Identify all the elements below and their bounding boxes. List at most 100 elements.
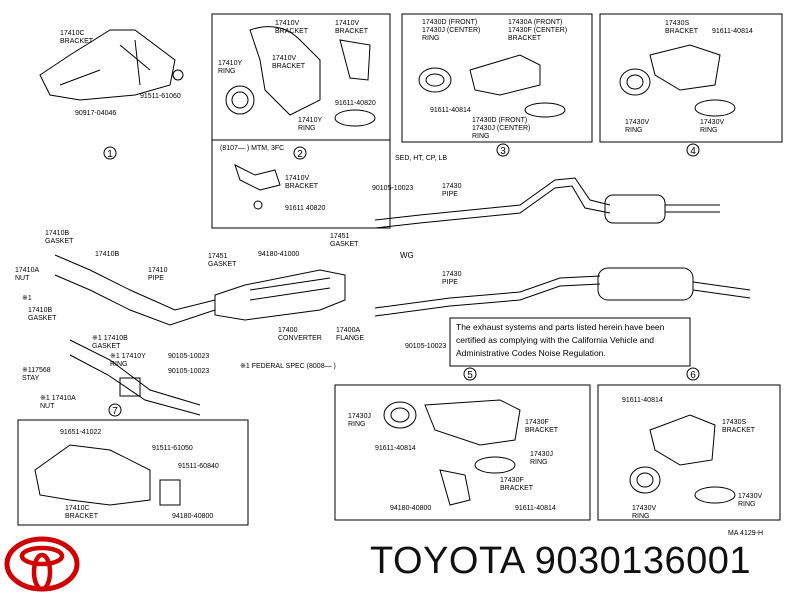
label-90917-04046: 90917-04046 <box>75 110 116 117</box>
label-ring-4b: RING <box>700 127 718 134</box>
label-17410a-b: ※1 17410A <box>40 395 76 402</box>
sed-pipe-17430 <box>374 177 611 221</box>
ring-17430v-c <box>629 466 661 494</box>
label-90105-10023-a: 90105-10023 <box>372 185 413 192</box>
label-91611-40820: 91611-40820 <box>335 100 376 107</box>
bracket-detail <box>59 39 151 86</box>
label-nut-b: NUT <box>40 403 55 410</box>
label-91511-61050: 91511-61050 <box>152 445 193 452</box>
label-91611-40814-e: 91611-40814 <box>622 397 663 404</box>
drawing-id: MA 4129-H <box>728 530 763 537</box>
label-91651-41022: 91651-41022 <box>60 429 101 436</box>
label-bracket-2a: BRACKET <box>275 28 309 35</box>
bolt-shape <box>172 69 184 81</box>
label-pipe-b: PIPE <box>442 279 458 286</box>
label-bracket-7: BRACKET <box>65 513 99 520</box>
label-90105-10023-b: 90105-10023 <box>405 343 446 350</box>
label-17430j-center2: 17430J (CENTER) <box>472 125 530 132</box>
label-17410b-d: ※1 17410B <box>92 335 128 342</box>
label-90105-10023-d: 90105-10023 <box>168 368 209 375</box>
label-gasket-d: GASKET <box>28 315 57 322</box>
label-91611-40814-d: 91611-40814 <box>515 505 556 512</box>
bracket-17430f-b <box>439 469 471 506</box>
wg-pipe-17430 <box>374 275 601 309</box>
panel-4-frame <box>599 13 783 143</box>
label-91511-61060: 91511-61060 <box>140 93 181 100</box>
label-ring-f: RING <box>110 361 128 368</box>
ring-17430v-a <box>619 68 651 96</box>
bracket-17410v-shape <box>249 26 321 116</box>
label-federal: ※1 FEDERAL SPEC (8008— ) <box>240 363 336 370</box>
label-17410y-a: 17410Y <box>218 60 242 67</box>
label-nut-a: NUT <box>15 275 30 282</box>
federal-converter <box>119 377 141 397</box>
hanger-shape <box>159 479 181 506</box>
bracket-17410c-shape <box>39 29 176 101</box>
note-frame <box>449 317 691 367</box>
label-17430d-front2: 17430D (FRONT) <box>472 117 527 124</box>
bracket-17430a <box>469 54 541 96</box>
callout-1: 1 <box>107 149 113 160</box>
label-ring-5a: RING <box>348 421 366 428</box>
label-gasket-a: GASKET <box>45 238 74 245</box>
label-17430j-a: 17430J <box>348 413 371 420</box>
label-bracket-6: BRACKET <box>722 427 756 434</box>
label-91511-60840: 91511-60840 <box>178 463 219 470</box>
bracket-17410v-b <box>339 39 371 81</box>
label-17430v-a: 17430V <box>625 119 649 126</box>
label-stay: STAY <box>22 375 40 382</box>
label-94180-41000: 94180-41000 <box>258 251 299 258</box>
label-94180-40800-b: 94180-40800 <box>390 505 431 512</box>
label-17410v-d: 17410V <box>285 175 309 182</box>
label-ring-4a: RING <box>625 127 643 134</box>
label-17410b-c: 17410B <box>28 307 52 314</box>
ring-17430j <box>383 401 417 429</box>
label-17410v-b: 17410V <box>335 20 359 27</box>
label-gasket-e: GASKET <box>92 343 121 350</box>
label-17430-a: 17430 <box>442 183 462 190</box>
ring-17430j-b <box>474 456 516 474</box>
label-flange: FLANGE <box>336 335 364 342</box>
label-17400: 17400 <box>278 327 298 334</box>
ring-17430d <box>418 67 452 93</box>
label-17410b-a: 17410B <box>45 230 69 237</box>
callout-7: 7 <box>112 406 118 417</box>
label-91611-40814-c: 91611-40814 <box>375 445 416 452</box>
label-ring-6b: RING <box>632 513 650 520</box>
toyota-logo <box>4 536 80 592</box>
callout-6: 6 <box>690 370 696 381</box>
label-17410c-b: 17410C <box>65 505 90 512</box>
label-bracket-5b: BRACKET <box>500 485 534 492</box>
panel-3-frame <box>401 13 593 143</box>
ring-17430v-b <box>694 99 736 117</box>
label-17430j-center: 17430J (CENTER) <box>422 27 480 34</box>
front-pipe-17410 <box>54 254 216 311</box>
brand-name: TOYOTA <box>370 540 524 582</box>
label-91611-40814-b: 91611-40814 <box>712 28 753 35</box>
ring-17410y-b <box>334 109 376 127</box>
callout-3: 3 <box>500 146 506 157</box>
label-bracket-3a: BRACKET <box>508 35 542 42</box>
label-gasket-c: GASKET <box>330 241 359 248</box>
label-17410v-a: 17410V <box>275 20 299 27</box>
sed-muffler <box>604 194 666 224</box>
label-17430v-b: 17430V <box>700 119 724 126</box>
label-bracket-2c: BRACKET <box>272 63 306 70</box>
label-17430f-b: 17430F <box>500 477 524 484</box>
part-number: 9030136001 <box>534 540 752 582</box>
bracket-17410c-b <box>34 444 151 506</box>
panel-5-frame <box>334 384 591 521</box>
label-converter: CONVERTER <box>278 335 322 342</box>
label-17410: 17410 <box>148 267 168 274</box>
callout-5: 5 <box>467 370 473 381</box>
bracket-17410v-c <box>234 164 281 191</box>
label-bracket-5a: BRACKET <box>525 427 559 434</box>
label-17410y-c: ※1 17410Y <box>110 353 146 360</box>
label-17430v-c: 17430V <box>738 493 762 500</box>
label-sed: SED, HT, CP, LB <box>395 155 447 162</box>
label-ring-5b: RING <box>530 459 548 466</box>
label-wg: WG <box>400 251 414 260</box>
label-ring-2a: RING <box>218 68 236 75</box>
label-ring-2b: RING <box>298 125 316 132</box>
